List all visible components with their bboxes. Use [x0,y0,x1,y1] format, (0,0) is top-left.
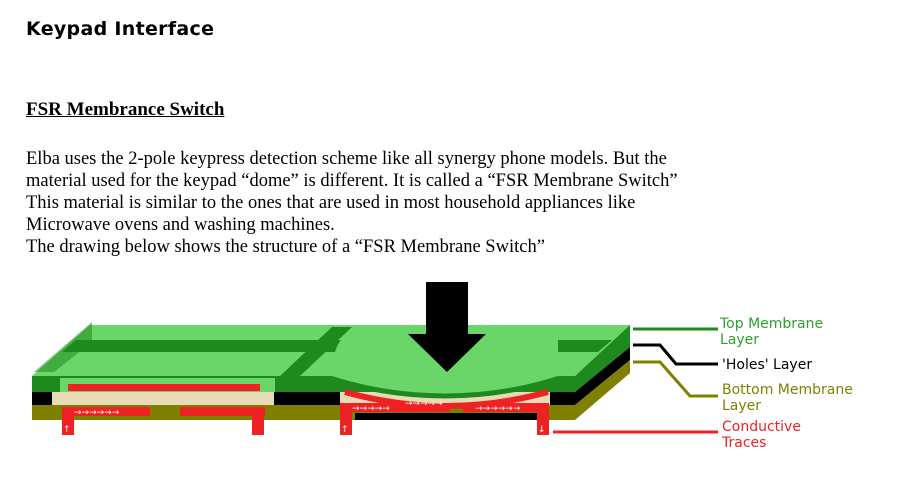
conductive-trace [463,403,548,412]
description-text: Elba uses the 2-pole keypress detection … [26,148,886,258]
svg-text:↑: ↑ [63,425,71,435]
side-face-bottom [575,360,630,420]
side-face [575,325,630,392]
svg-text:↑: ↑ [341,425,349,435]
hole-cavity [52,392,274,405]
bottom-membrane-label: Bottom Membrane [722,382,853,398]
conductive-trace [62,407,74,435]
svg-text:→→→→→→: →→→→→→ [475,404,521,414]
current-flow-arrows: →→→→→→ →→→→→ →→→→→ →→→→→→ ↑ ↑ ↓ [63,399,546,435]
conductive-trace [62,407,150,416]
top-surface-seam [34,322,92,372]
top-surface-seam [280,327,352,376]
paragraph-line: Elba uses the 2-pole keypress detection … [26,149,667,169]
conductive-label: Traces [721,435,766,451]
top-membrane-label: Top Membrane [719,316,823,332]
holes-leader [633,343,718,366]
conductive-trace [340,403,450,412]
section-title: FSR Membrance Switch [26,99,225,120]
bottom-membrane-leader [633,360,718,398]
paragraph-line: material used for the keypad “dome” is d… [26,171,678,191]
bottom-membrane-hole [355,413,540,420]
page-title: Keypad Interface [26,18,215,40]
side-face-holes [575,347,630,405]
paragraph-line: Microwave ovens and washing machines. [26,215,335,235]
top-membrane-label: Layer [720,332,759,348]
svg-text:→→→→→: →→→→→ [405,399,443,409]
svg-text:→→→→→: →→→→→ [352,404,390,414]
key-trace [68,384,260,391]
conductive-trace [180,407,265,416]
svg-text:↓: ↓ [538,425,546,435]
press-down-arrow [408,282,486,372]
conductive-trace [537,403,549,435]
conductive-label: Conductive [722,419,801,435]
holes-label: 'Holes' Layer [722,357,812,373]
dome-edge [334,377,556,399]
conductive-trace [252,407,264,435]
bottom-membrane-label: Layer [722,398,761,414]
paragraph-line: This material is similar to the ones tha… [26,193,636,213]
paragraph-line: The drawing below shows the structure of… [26,237,545,257]
conductive-trace [340,403,352,435]
svg-text:→→→→→→: →→→→→→ [74,408,120,418]
